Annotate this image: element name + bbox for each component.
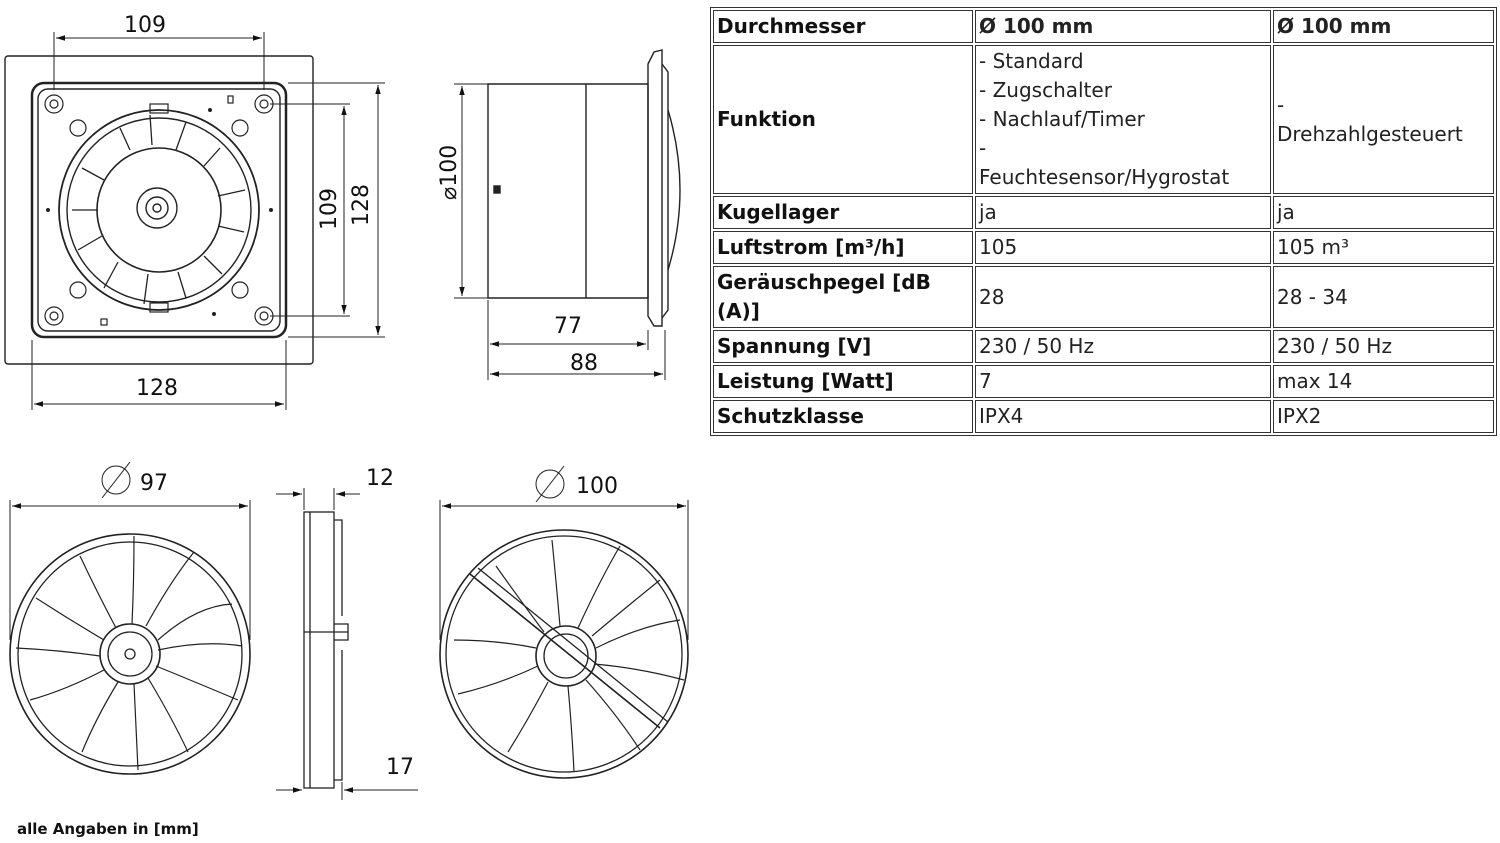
side-view-dimension-lines xyxy=(454,83,666,380)
row-value-col2: 230 / 50 Hz xyxy=(1273,330,1494,363)
table-row: Kugellager ja ja xyxy=(713,196,1494,229)
header-col2: Ø 100 mm xyxy=(1273,10,1494,43)
row-value-col1: IPX4 xyxy=(975,400,1271,433)
side-diameter-label: ⌀100 xyxy=(437,145,462,200)
header-label: Durchmesser xyxy=(713,10,973,43)
impeller-view xyxy=(9,533,251,775)
units-note: alle Angaben in [mm] xyxy=(17,820,199,838)
spec-table: Durchmesser Ø 100 mm Ø 100 mm Funktion -… xyxy=(710,7,1497,436)
grille-dimension-line xyxy=(439,465,689,640)
row-value-col2: IPX2 xyxy=(1273,400,1494,433)
impeller-dimension-line xyxy=(9,461,251,640)
row-label: Schutzklasse xyxy=(713,400,973,433)
table-header-row: Durchmesser Ø 100 mm Ø 100 mm xyxy=(713,10,1494,43)
impeller-side-top-label: 12 xyxy=(366,466,394,491)
row-label: Geräuschpegel [dB (A)] xyxy=(713,266,973,328)
table-row: Luftstrom [m³/h] 105 105 m³ xyxy=(713,231,1494,264)
row-label: Spannung [V] xyxy=(713,330,973,363)
row-label: Leistung [Watt] xyxy=(713,365,973,398)
front-view-dimension-lines xyxy=(31,32,385,410)
front-bottom-width-label: 128 xyxy=(136,376,178,401)
row-label: Funktion xyxy=(713,45,973,194)
side-depth-outer-label: 88 xyxy=(570,351,598,376)
row-value-col1: 7 xyxy=(975,365,1271,398)
row-value-col1: 105 xyxy=(975,231,1271,264)
technical-drawing: 109 128 109 128 ⌀100 77 88 xyxy=(4,13,689,800)
table-row: Spannung [V] 230 / 50 Hz 230 / 50 Hz xyxy=(713,330,1494,363)
side-view xyxy=(487,49,681,327)
table-row: Funktion - Standard - Zugschalter - Nach… xyxy=(713,45,1494,194)
grille-view xyxy=(439,529,689,779)
front-outer-height-label: 128 xyxy=(349,184,374,226)
row-value-col2: 105 m³ xyxy=(1273,231,1494,264)
grille-diameter-label: 100 xyxy=(576,474,618,499)
table-row: Leistung [Watt] 7 max 14 xyxy=(713,365,1494,398)
row-label: Luftstrom [m³/h] xyxy=(713,231,973,264)
row-label: Kugellager xyxy=(713,196,973,229)
row-value-col1: - Standard - Zugschalter - Nachlauf/Time… xyxy=(975,45,1271,194)
impeller-side-bottom-label: 17 xyxy=(386,755,414,780)
header-col1: Ø 100 mm xyxy=(975,10,1271,43)
table-row: Geräuschpegel [dB (A)] 28 28 - 34 xyxy=(713,266,1494,328)
front-top-width-label: 109 xyxy=(124,13,166,38)
row-value-col2: 28 - 34 xyxy=(1273,266,1494,328)
table-row: Schutzklasse IPX4 IPX2 xyxy=(713,400,1494,433)
row-value-col1: ja xyxy=(975,196,1271,229)
impeller-diameter-label: 97 xyxy=(140,471,168,496)
front-view xyxy=(4,55,314,365)
row-value-col2: - Drehzahlgesteuert xyxy=(1273,45,1494,194)
impeller-side-view xyxy=(303,511,349,789)
row-value-col2: max 14 xyxy=(1273,365,1494,398)
row-value-col1: 28 xyxy=(975,266,1271,328)
impeller-side-dimension-lines xyxy=(276,488,418,800)
row-value-col2: ja xyxy=(1273,196,1494,229)
side-depth-inner-label: 77 xyxy=(554,314,582,339)
row-value-col1: 230 / 50 Hz xyxy=(975,330,1271,363)
front-inner-height-label: 109 xyxy=(317,188,342,230)
